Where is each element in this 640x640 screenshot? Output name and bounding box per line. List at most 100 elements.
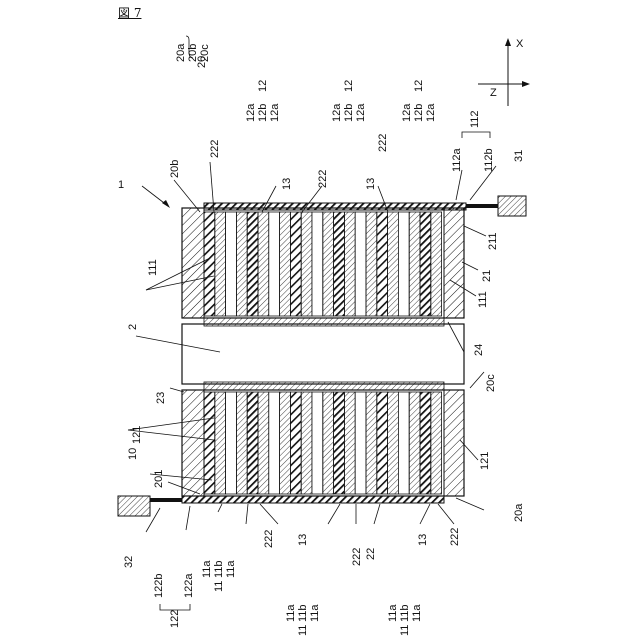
label-222-e: 222 (351, 548, 363, 566)
lower-stack (150, 390, 464, 503)
svg-text:11b: 11b (213, 560, 225, 578)
cell-layer (431, 212, 442, 316)
label-22: 22 (365, 548, 377, 560)
svg-text:12a: 12a (425, 103, 437, 122)
label-111-a: 111 (147, 259, 159, 276)
cell-layer (269, 392, 280, 494)
x-axis-label: X (516, 38, 524, 50)
cell-layer (312, 212, 323, 316)
label-13-c: 13 (297, 534, 309, 546)
cell-layer (301, 212, 312, 316)
cell-layer (323, 212, 334, 316)
label-21: 21 (481, 270, 493, 282)
cell-layer (258, 212, 269, 316)
label-111-b: 111 (477, 291, 489, 308)
label-20a: 20a (513, 503, 525, 522)
legend-11-bottom-2: 11a 11b 11a 11 (285, 604, 321, 636)
cell-layer (377, 212, 388, 316)
svg-text:112: 112 (469, 110, 481, 128)
legend-20a: 20a (175, 43, 187, 62)
label-222-f: 222 (449, 528, 461, 546)
cell-layer (280, 392, 291, 494)
label-2: 2 (127, 324, 139, 330)
svg-text:11b: 11b (399, 604, 411, 622)
svg-text:12b: 12b (413, 104, 425, 122)
cell-layer (344, 392, 355, 494)
cell-layer (409, 392, 420, 494)
legend-20b: 20b (187, 44, 199, 62)
legend-122: 122b 122a 122 (153, 573, 195, 628)
legend-20: 20 20a 20b 20c (175, 36, 211, 68)
svg-text:12b: 12b (257, 104, 269, 122)
svg-text:12: 12 (257, 80, 269, 92)
cell-layer (344, 212, 355, 316)
svg-text:122a: 122a (183, 573, 195, 598)
cell-layer (280, 212, 291, 316)
cell-layer (226, 392, 237, 494)
label-222-a: 222 (209, 140, 221, 158)
cell-layer (226, 212, 237, 316)
label-222-b: 222 (317, 170, 329, 188)
legend-20c: 20c (199, 44, 211, 62)
label-13-b: 13 (365, 178, 377, 190)
cell-layer (269, 212, 280, 316)
cell-layer (355, 392, 366, 494)
center-channel (182, 324, 464, 384)
z-axis-label: Z (490, 87, 497, 99)
cell-layer (431, 392, 442, 494)
terminal-31 (498, 196, 526, 216)
svg-text:112b: 112b (483, 148, 495, 172)
svg-text:12b: 12b (343, 104, 355, 122)
svg-text:11: 11 (297, 625, 309, 636)
cell-layer (398, 212, 409, 316)
cell-layer (204, 392, 215, 494)
svg-text:12a: 12a (269, 103, 281, 122)
svg-text:122: 122 (169, 610, 181, 628)
upper-stack (182, 203, 498, 318)
svg-text:12a: 12a (401, 103, 413, 122)
svg-text:11: 11 (399, 625, 411, 636)
label-222-d: 222 (263, 530, 275, 548)
cell-layer (409, 212, 420, 316)
label-24: 24 (473, 344, 485, 356)
label-32: 32 (123, 556, 135, 568)
cell-layer (323, 392, 334, 494)
legend-11-bottom-1: 11a 11b 11a 11 (201, 560, 237, 592)
cell-layer (366, 392, 377, 494)
legend-11-bottom-3: 11a 11b 11a 11 (387, 604, 423, 636)
cell-layer (398, 392, 409, 494)
svg-text:11a: 11a (225, 560, 237, 578)
cell-layer (301, 392, 312, 494)
svg-text:12a: 12a (245, 103, 257, 122)
svg-text:11a: 11a (387, 604, 399, 622)
svg-text:12: 12 (413, 80, 425, 92)
terminal-32 (118, 496, 150, 516)
cell-layer (290, 212, 301, 316)
cell-layer (215, 392, 226, 494)
label-121-a: 121 (131, 426, 143, 444)
cell-layer (420, 212, 431, 316)
cell-layer (420, 392, 431, 494)
label-201: 201 (153, 470, 165, 488)
svg-text:11a: 11a (285, 604, 297, 622)
cell-layer (334, 392, 345, 494)
svg-text:11: 11 (213, 581, 225, 592)
label-13-a: 13 (281, 178, 293, 190)
svg-text:11b: 11b (297, 604, 309, 622)
label-10: 10 (127, 448, 139, 460)
label-211: 211 (487, 232, 499, 250)
cell-layer (355, 212, 366, 316)
label-20b: 20b (169, 160, 181, 178)
cell-layer (236, 392, 247, 494)
svg-text:122b: 122b (153, 574, 165, 598)
cell-layer (204, 212, 215, 316)
legend-12-top-3: 12a 12b 12a 12 (401, 80, 437, 122)
label-31: 31 (513, 150, 525, 162)
svg-text:12a: 12a (355, 103, 367, 122)
svg-text:112a: 112a (451, 147, 463, 172)
cell-layer (258, 392, 269, 494)
svg-text:12a: 12a (331, 103, 343, 122)
cell-layer (290, 392, 301, 494)
cell-layer (236, 212, 247, 316)
cell-layer (247, 212, 258, 316)
